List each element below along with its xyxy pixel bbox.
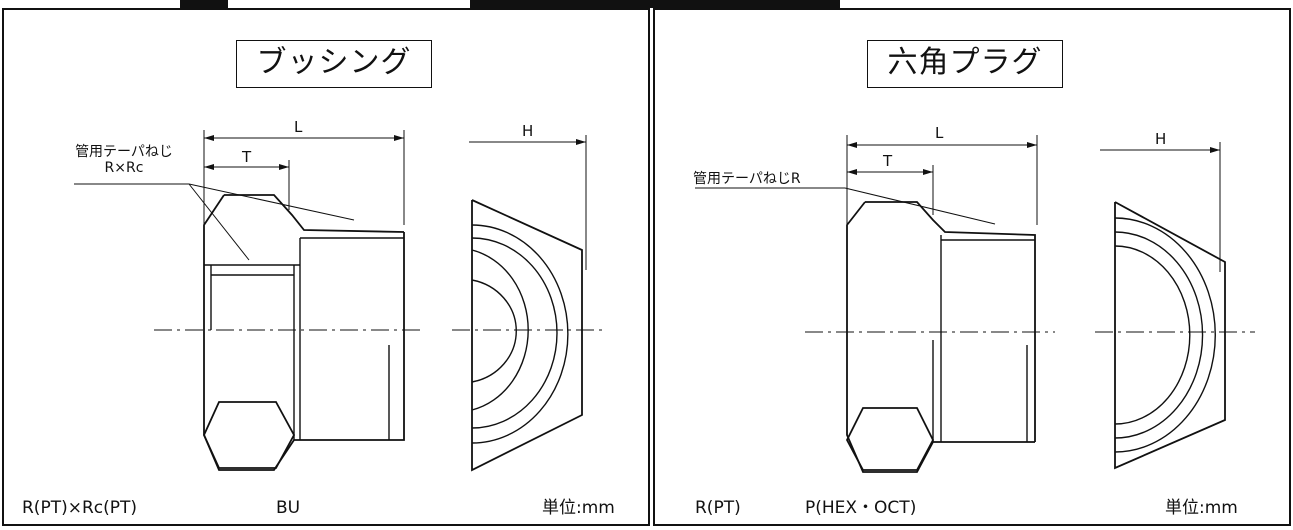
header-mark xyxy=(180,0,228,8)
bushing-dimension-h: H xyxy=(522,122,534,140)
bushing-thread-callout-line1: 管用テーパねじ xyxy=(75,144,173,160)
bushing-drawing xyxy=(74,130,602,472)
hex-plug-thread-callout: 管用テーパねじR xyxy=(693,171,801,187)
header-tab xyxy=(470,0,840,8)
bushing-title: ブッシング xyxy=(236,40,432,88)
hex-plug-code: P(HEX・OCT) xyxy=(805,498,917,518)
bushing-dimension-l: L xyxy=(294,118,303,136)
hex-plug-dimension-h: H xyxy=(1155,130,1167,148)
hex-plug-unit: 単位:mm xyxy=(1165,498,1238,518)
hex-plug-dimension-t: T xyxy=(883,152,893,170)
bushing-thread-callout: 管用テーパねじ R×Rc xyxy=(59,144,189,176)
hex-plug-title: 六角プラグ xyxy=(867,40,1063,88)
hex-plug-spec: R(PT) xyxy=(695,498,741,518)
bushing-thread-callout-line2: R×Rc xyxy=(104,160,144,176)
hex-plug-panel: 六角プラグ xyxy=(653,8,1291,526)
bushing-unit: 単位:mm xyxy=(542,498,615,518)
bushing-code: BU xyxy=(276,498,301,518)
bushing-panel: ブッシング xyxy=(2,8,650,526)
bushing-spec: R(PT)×Rc(PT) xyxy=(22,498,138,518)
hex-plug-drawing xyxy=(695,135,1255,473)
hex-plug-dimension-l: L xyxy=(935,124,944,142)
bushing-dimension-t: T xyxy=(242,148,252,166)
